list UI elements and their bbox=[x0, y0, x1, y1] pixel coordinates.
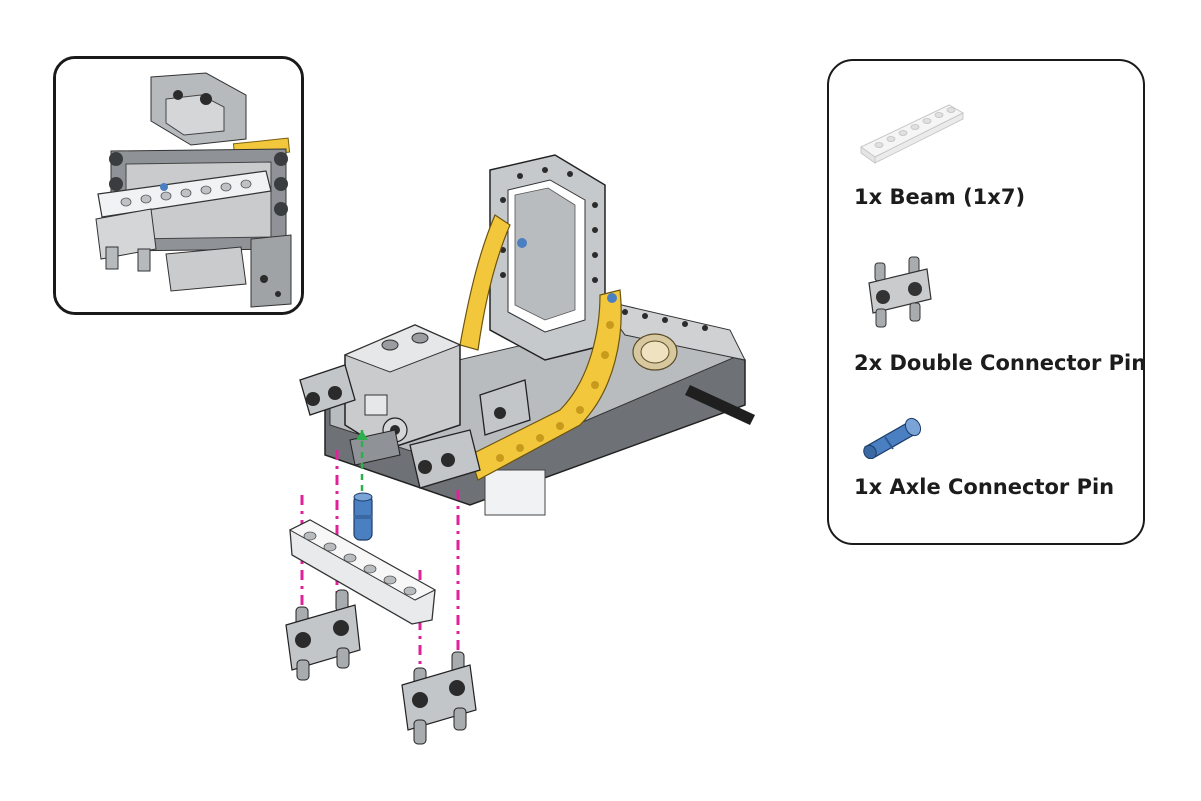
motor-block bbox=[343, 324, 462, 451]
detail-callout-box bbox=[53, 56, 304, 315]
detail-callout-image bbox=[56, 59, 301, 312]
yellow-arm-right bbox=[469, 289, 622, 481]
parts-list-box: 1x Beam (1x7) 2x Double Connector Pin 1x… bbox=[827, 59, 1147, 545]
double-connector-pin-part-2 bbox=[401, 651, 477, 745]
yellow-arm-left bbox=[459, 214, 511, 351]
axle-connector-pin-icon bbox=[863, 417, 922, 459]
part-label-beam: 1x Beam (1x7) bbox=[854, 185, 1026, 209]
double-connector-pin-part-1 bbox=[285, 589, 361, 681]
main-assembly-diagram bbox=[285, 154, 755, 745]
double-connector-pin-icon bbox=[868, 256, 932, 328]
axle-connector-pin-part bbox=[353, 492, 373, 541]
part-label-double-connector: 2x Double Connector Pin bbox=[854, 351, 1147, 375]
gear-part bbox=[632, 333, 678, 371]
upright-frame bbox=[489, 154, 606, 361]
beam-1x7-icon bbox=[860, 104, 965, 164]
beam-1x7-part bbox=[288, 519, 437, 625]
part-label-axle-connector: 1x Axle Connector Pin bbox=[854, 475, 1115, 499]
